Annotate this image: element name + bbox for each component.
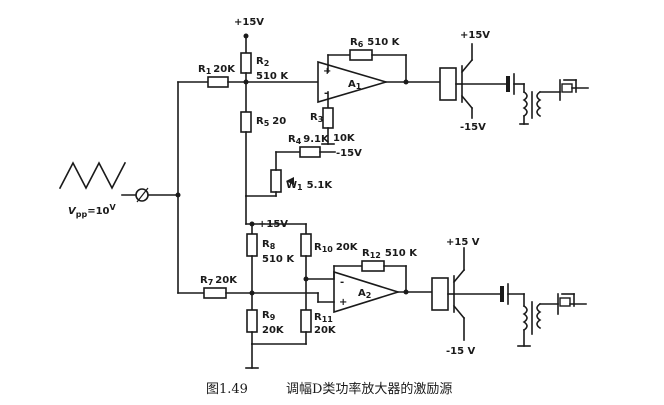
- r9-value: 20K: [262, 325, 285, 336]
- opamp-a2: [333, 270, 401, 314]
- r9-label: R9: [262, 310, 276, 322]
- resistor-r5: [240, 111, 252, 133]
- r8-label: R8: [262, 239, 276, 251]
- resistor-r3: [322, 107, 334, 129]
- opamp-a1: [317, 60, 389, 104]
- resistor-r12: [361, 260, 385, 272]
- signal-input-terminal: [121, 187, 181, 203]
- r2-value: 510 K: [256, 71, 289, 82]
- supply-label-pot: -15V: [336, 148, 362, 159]
- a1-label: A1: [348, 79, 362, 91]
- triangle-wave-source: [58, 161, 127, 190]
- a1-minus-pin: -: [324, 88, 328, 99]
- potentiometer-wiper-arrow: [286, 177, 294, 185]
- driver1-minus-label: -15V: [460, 122, 486, 133]
- resistor-r4: [299, 146, 321, 158]
- resistor-r7: [203, 287, 227, 299]
- driver-stage-1: [439, 43, 507, 119]
- figure-number: 图1.49: [206, 382, 248, 397]
- output-coupler-2: [500, 283, 587, 347]
- driver2-plus-label: +15 V: [446, 237, 480, 248]
- resistor-r9: [246, 309, 258, 333]
- r11-value: 20K: [314, 325, 337, 336]
- a2-plus-pin: +: [339, 297, 347, 308]
- a1-plus-pin: +: [323, 66, 331, 77]
- r2-label: R2: [256, 56, 269, 68]
- resistor-r2: [240, 52, 252, 74]
- resistor-r6: [349, 49, 373, 61]
- driver2-minus-label: -15 V: [446, 346, 476, 357]
- supply-label-top: +15V: [234, 17, 264, 28]
- r3-label: R3: [310, 112, 323, 124]
- source-label: Vpp=10V: [68, 203, 117, 219]
- driver1-plus-label: +15V: [460, 30, 490, 41]
- potentiometer-w1: [270, 169, 282, 193]
- resistor-r1: [207, 76, 229, 88]
- resistor-r10: [300, 233, 312, 257]
- r3-value: 10K: [333, 133, 356, 144]
- a2-label: A2: [358, 288, 371, 300]
- driver-stage-2: [431, 247, 501, 341]
- a2-minus-pin: -: [340, 277, 344, 288]
- r11-label: R11: [314, 312, 333, 324]
- resistor-r8: [246, 233, 258, 257]
- resistor-r11: [300, 309, 312, 333]
- output-coupler-1: [506, 73, 589, 125]
- figure-caption: 调幅D类功率放大器的激励源: [286, 381, 452, 397]
- r8-value: 510 K: [262, 254, 295, 265]
